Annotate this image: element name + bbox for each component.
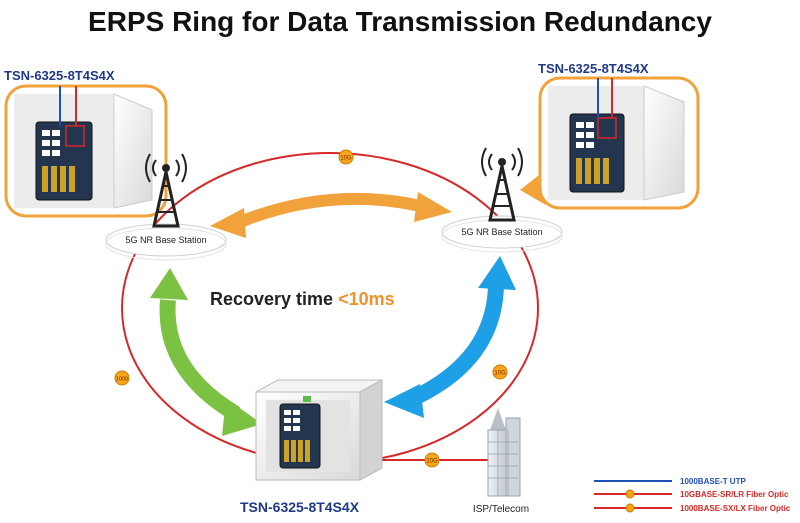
station-label-right: 5G NR Base Station [461,227,542,237]
base-station-right [441,147,563,253]
recovery-prefix: Recovery time [210,289,339,309]
device-label-top-right: TSN-6325-8T4S4X [538,61,649,76]
legend: 1000BASE-T UTP 10GBASE-SR/LR Fiber Optic… [594,477,791,513]
antenna-tower-icon [481,147,523,222]
device-label-bottom: TSN-6325-8T4S4X [240,499,360,515]
legend-item-10g: 10GBASE-SR/LR Fiber Optic [594,489,789,499]
device-label-top-left: TSN-6325-8T4S4X [4,68,115,83]
page-title: ERPS Ring for Data Transmission Redundan… [88,6,712,37]
legend-item-1g: 1000BASE-SX/LX Fiber Optic [594,503,791,513]
device-bottom [255,379,383,481]
link-badge-top: 10G [338,149,354,165]
orange-double-arrow [210,192,452,238]
link-badge-bottom: 10G [424,452,440,468]
base-station-left [105,153,227,261]
isp-label: ISP/Telecom [473,504,529,515]
legend-label: 1000BASE-T UTP [680,477,746,486]
recovery-value: <10ms [338,289,395,309]
device-callout-top-right [520,76,700,210]
device-callout-top-left [4,84,168,218]
legend-label: 10GBASE-SR/LR Fiber Optic [680,490,789,499]
antenna-tower-icon [145,153,187,228]
link-badge-left-label: 1000 [116,377,128,383]
legend-item-utp: 1000BASE-T UTP [594,477,746,486]
link-badge-top-label: 10G [340,156,352,162]
green-arrow [150,268,262,436]
station-label-left: 5G NR Base Station [125,235,206,245]
link-badge-left: 1000 [114,370,130,386]
link-badge-right: 10G [492,364,508,380]
legend-label: 1000BASE-SX/LX Fiber Optic [680,504,791,513]
blue-arrow [384,256,516,418]
recovery-time-text: Recovery time <10ms [210,289,395,310]
link-badge-bottom-label: 10G [426,459,438,465]
isp-building-icon [487,408,521,497]
link-badge-right-label: 10G [494,371,506,377]
